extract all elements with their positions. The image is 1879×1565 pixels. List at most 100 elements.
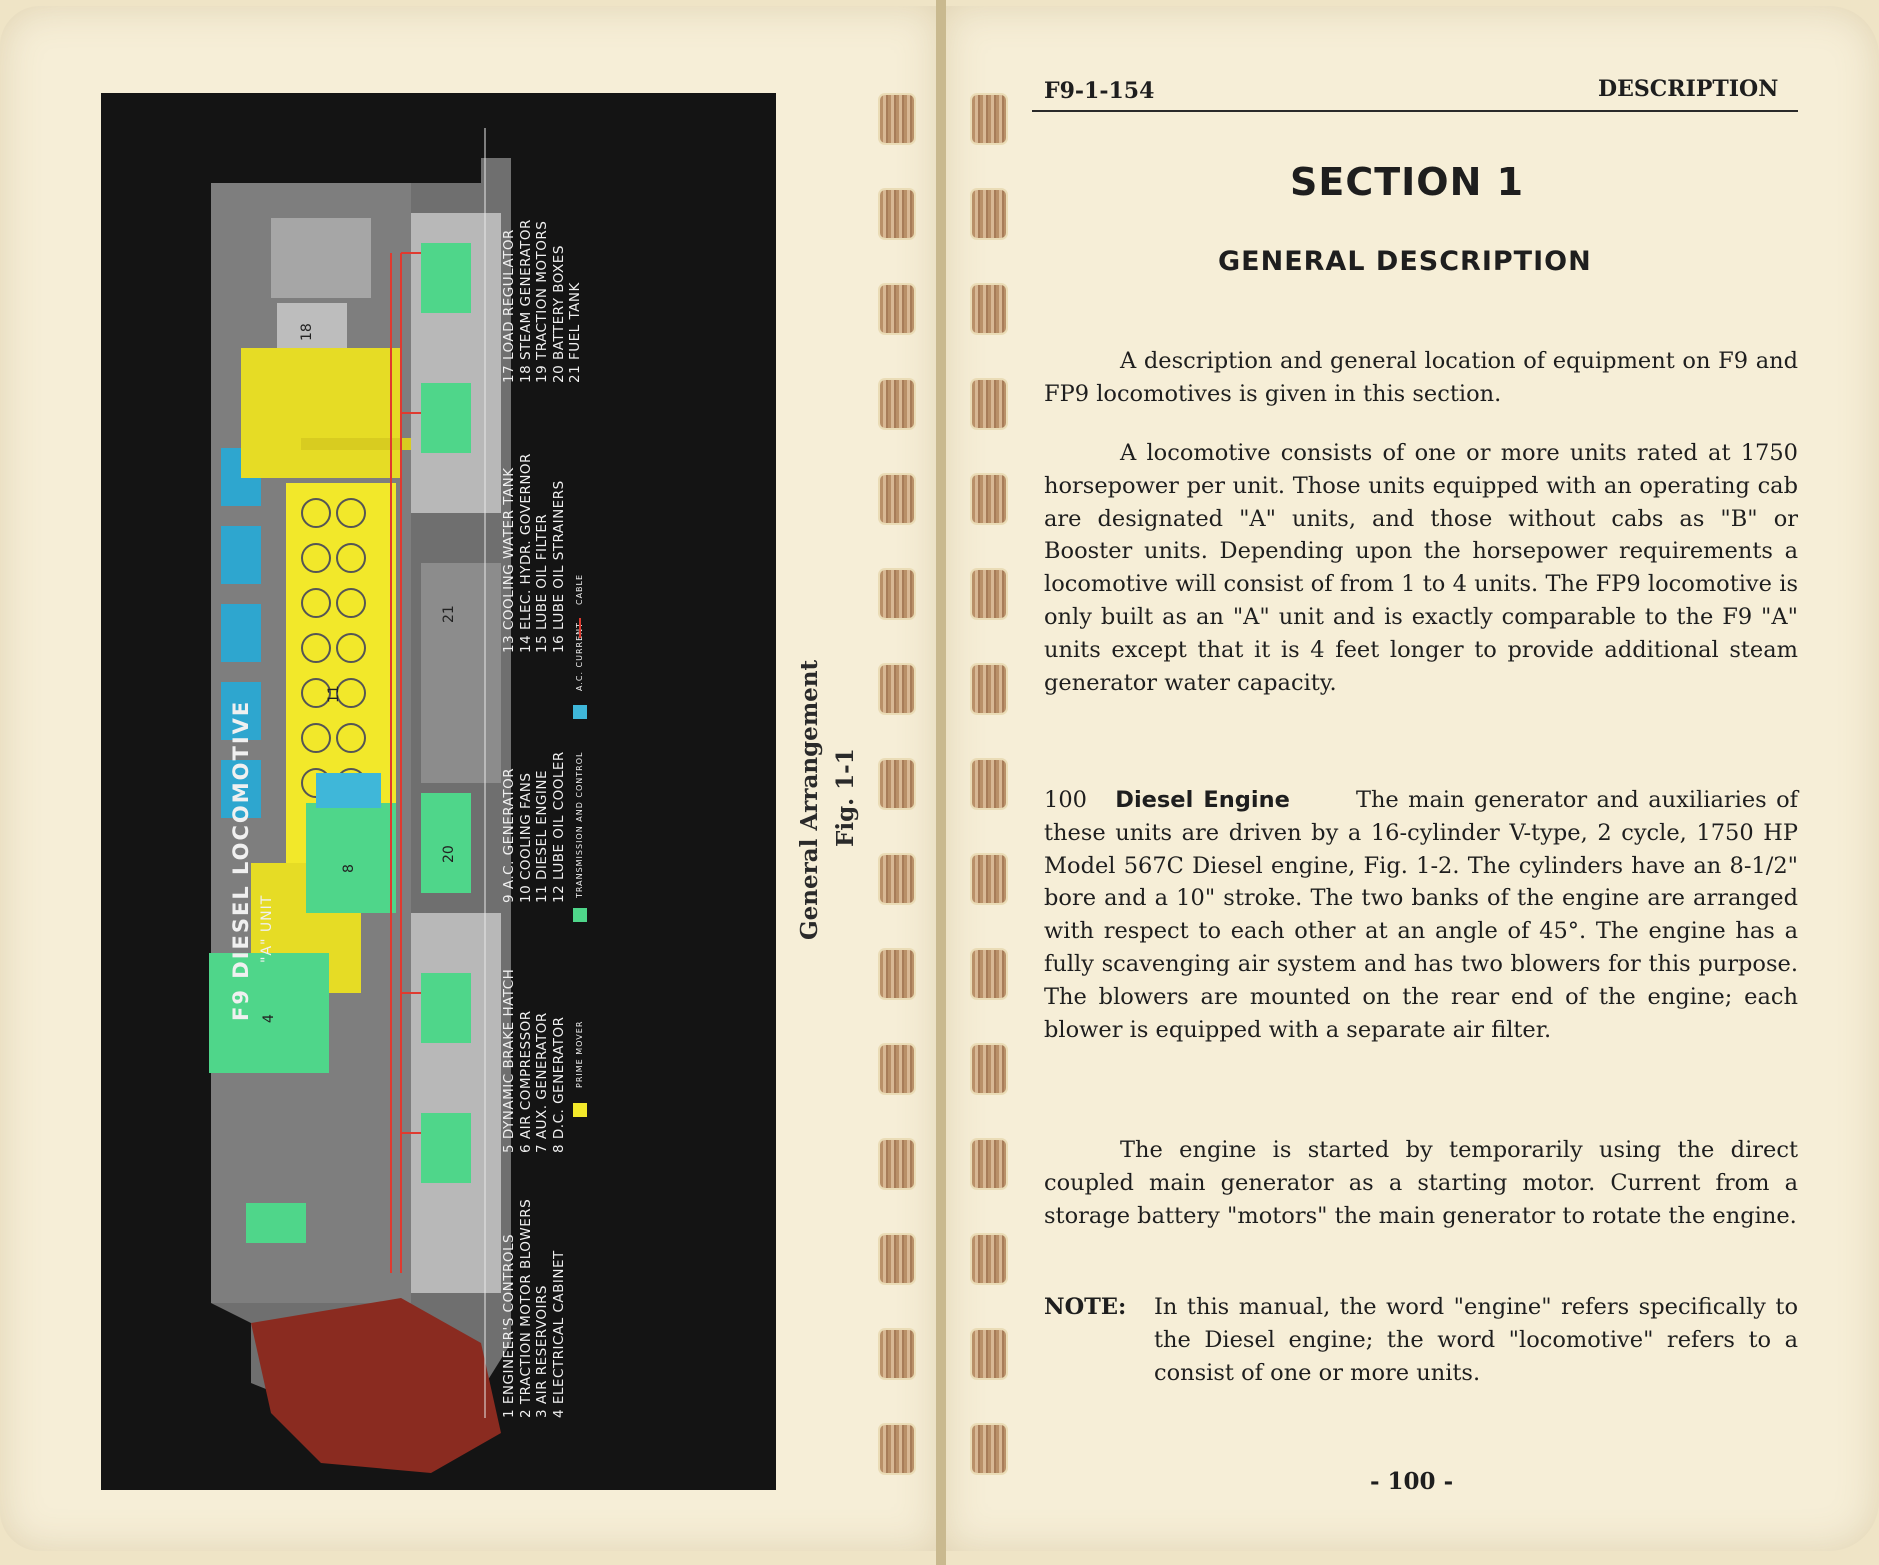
paragraph-units: A locomotive consists of one or more uni… <box>1044 437 1798 699</box>
legend-item: 10 COOLING FANS <box>517 772 534 903</box>
legend-column-2: 5 DYNAMIC BRAKE HATCH 6 AIR COMPRESSOR 7… <box>501 969 567 1153</box>
key-label-transmission: TRANSMISSION AND CONTROL <box>575 751 584 898</box>
key-label-cable: CABLE <box>575 573 584 605</box>
traction-motors <box>421 243 471 1183</box>
dc-generator <box>306 803 396 913</box>
legend-item: 11 DIESEL ENGINE <box>534 770 550 903</box>
binding-hole <box>972 190 1006 238</box>
header-doc-number: F9-1-154 <box>1044 78 1155 104</box>
figure-caption-line1: General Arrangement <box>796 659 823 940</box>
binding-hole <box>972 570 1006 618</box>
legend-item: 2 TRACTION MOTOR BLOWERS <box>517 1198 534 1418</box>
legend-item: 8 D.C. GENERATOR <box>550 1016 567 1153</box>
part-number-label: 8 <box>341 864 357 873</box>
paragraph-units-text: A locomotive consists of one or more uni… <box>1044 440 1798 696</box>
key-swatch-ac <box>573 705 587 719</box>
legend-column-5: 17 LOAD REGULATOR 18 STEAM GENERATOR 19 … <box>501 219 584 383</box>
binding-hole <box>972 1235 1006 1283</box>
binding-hole <box>972 95 1006 143</box>
legend-item: 16 LUBE OIL STRAINERS <box>550 480 567 653</box>
binding-hole <box>972 1045 1006 1093</box>
part-number-label: 11 <box>326 685 342 703</box>
section-subtitle: GENERAL DESCRIPTION <box>1218 246 1592 277</box>
header-rule <box>1032 110 1798 112</box>
part-number-label: 21 <box>441 605 457 623</box>
binding-hole <box>880 570 914 618</box>
binding-hole <box>880 285 914 333</box>
legend-column-4: 13 COOLING WATER TANK 14 ELEC. HYDR. GOV… <box>501 453 567 653</box>
binding-hole <box>880 950 914 998</box>
binding-hole <box>880 1330 914 1378</box>
binding-hole <box>972 380 1006 428</box>
item-number: 100 <box>1044 787 1087 813</box>
binding-holes-left <box>880 0 920 1565</box>
binding-hole <box>880 1425 914 1473</box>
legend-item: 3 AIR RESERVOIRS <box>534 1285 550 1418</box>
binding-hole <box>880 760 914 808</box>
part-number-label: 18 <box>299 323 315 341</box>
legend-item: 5 DYNAMIC BRAKE HATCH <box>501 968 517 1153</box>
legend-item: 18 STEAM GENERATOR <box>517 219 534 383</box>
legend-item: 17 LOAD REGULATOR <box>501 229 517 383</box>
legend-item: 9 A.C. GENERATOR <box>501 767 517 903</box>
cables <box>390 252 421 1273</box>
binding-hole <box>880 380 914 428</box>
figure-caption-line2: Fig. 1-1 <box>832 748 859 847</box>
cab-nose <box>251 1298 501 1473</box>
electrical-cabinet <box>209 953 329 1073</box>
key-swatch-prime-mover <box>573 1103 587 1117</box>
steam-generator <box>271 218 371 298</box>
binding-hole <box>880 1140 914 1188</box>
binding-hole <box>972 760 1006 808</box>
legend-item: 13 COOLING WATER TANK <box>501 467 517 653</box>
book-gutter <box>936 0 946 1565</box>
binding-hole <box>972 285 1006 333</box>
engineers-controls <box>246 1203 306 1243</box>
rear-truck <box>411 913 501 1293</box>
legend-item: 4 ELECTRICAL CABINET <box>550 1250 567 1418</box>
binding-hole <box>972 1140 1006 1188</box>
legend-item: 14 ELEC. HYDR. GOVERNOR <box>517 453 534 653</box>
item-label: Diesel Engine <box>1115 787 1290 813</box>
engine-accessory <box>241 348 401 478</box>
ac-generator <box>316 773 381 808</box>
note-text: In this manual, the word "engine" refers… <box>1154 1294 1798 1386</box>
legend-item: 21 FUEL TANK <box>567 282 583 383</box>
paragraph-starting: The engine is started by temporarily usi… <box>1044 1134 1798 1232</box>
legend-item: 1 ENGINEER'S CONTROLS <box>501 1233 517 1418</box>
header-section-name: DESCRIPTION <box>1598 76 1779 102</box>
figure-title: F9 DIESEL LOCOMOTIVE <box>229 699 253 1021</box>
legend-item: 20 BATTERY BOXES <box>550 245 567 383</box>
section-title: SECTION 1 <box>1290 160 1525 204</box>
note-label: NOTE: <box>1044 1294 1127 1320</box>
binding-hole <box>880 475 914 523</box>
locomotive-cutaway-diagram <box>209 128 511 1473</box>
legend-column-1: 1 ENGINEER'S CONTROLS 2 TRACTION MOTOR B… <box>501 1199 567 1418</box>
locomotive-figure: 18 11 21 20 8 4 F9 DIESEL LOCOMOTIVE "A"… <box>101 93 776 1490</box>
key-label-prime-mover: PRIME MOVER <box>575 1020 584 1088</box>
binding-hole <box>880 665 914 713</box>
binding-hole <box>972 1425 1006 1473</box>
paragraph-diesel-engine: 100 Diesel Engine The main generator and… <box>1044 784 1798 1046</box>
binding-hole <box>880 855 914 903</box>
part-number-label: 20 <box>441 845 457 863</box>
page-number: - 100 - <box>1370 1468 1454 1495</box>
binding-hole <box>880 1045 914 1093</box>
paragraph-diesel-engine-text: The main generator and auxiliaries of th… <box>1044 787 1798 1043</box>
legend-item: 7 AUX. GENERATOR <box>534 1012 550 1153</box>
legend-item: 15 LUBE OIL FILTER <box>534 513 550 653</box>
figure-subtitle: "A" UNIT <box>259 894 275 963</box>
binding-hole <box>972 665 1006 713</box>
binding-hole <box>972 855 1006 903</box>
binding-hole <box>972 475 1006 523</box>
paragraph-intro: A description and general location of eq… <box>1044 345 1798 411</box>
battery-box <box>421 793 471 893</box>
binding-hole <box>880 95 914 143</box>
key-swatch-transmission <box>573 908 587 922</box>
engine-cylinders <box>301 498 366 798</box>
fuel-tank <box>421 563 501 783</box>
legend-column-3: 9 A.C. GENERATOR 10 COOLING FANS 11 DIES… <box>501 751 567 903</box>
binding-hole <box>972 950 1006 998</box>
binding-hole <box>972 1330 1006 1378</box>
